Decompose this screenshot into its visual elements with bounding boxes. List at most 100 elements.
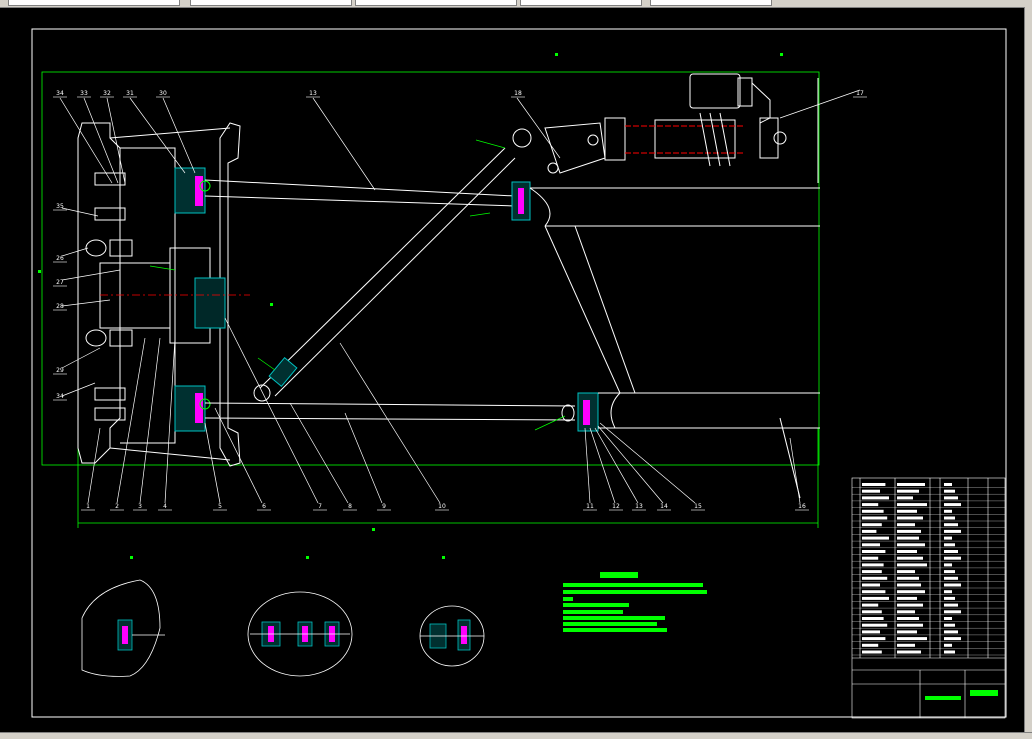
part-number-30: 30 bbox=[159, 90, 167, 97]
title-block-label bbox=[925, 696, 961, 700]
part-number-34: 34 bbox=[56, 90, 64, 97]
part-number-28: 28 bbox=[56, 303, 64, 310]
table-cell bbox=[944, 483, 952, 486]
table-cell bbox=[944, 623, 955, 627]
part-number-17: 17 bbox=[856, 90, 864, 97]
table-cell bbox=[862, 536, 889, 540]
table-cell bbox=[944, 610, 961, 614]
part-number-34: 34 bbox=[56, 393, 64, 400]
detail-view-2 bbox=[247, 591, 353, 677]
part-number-9: 9 bbox=[382, 503, 386, 510]
table-cell bbox=[897, 550, 917, 553]
table-cell bbox=[944, 563, 952, 567]
table-cell bbox=[897, 617, 919, 620]
part-number-13: 13 bbox=[635, 503, 643, 510]
table-cell bbox=[897, 536, 919, 540]
table-cell bbox=[897, 576, 919, 580]
table-cell bbox=[862, 650, 882, 654]
part-number-3: 3 bbox=[138, 503, 142, 510]
table-cell bbox=[897, 590, 925, 594]
toolbar-field-3[interactable] bbox=[355, 0, 517, 6]
toolbar-field-4[interactable] bbox=[520, 0, 642, 6]
part-number-33: 33 bbox=[80, 90, 88, 97]
table-cell bbox=[944, 516, 955, 520]
table-cell bbox=[862, 503, 879, 507]
table-cell bbox=[944, 650, 955, 654]
table-cell bbox=[897, 650, 921, 654]
vertical-scrollbar[interactable] bbox=[1024, 7, 1032, 732]
table-cell bbox=[897, 563, 927, 567]
table-cell bbox=[944, 570, 955, 574]
leader-lines bbox=[59, 89, 861, 504]
table-cell bbox=[897, 543, 925, 547]
table-cell bbox=[944, 576, 958, 580]
table-cell bbox=[897, 489, 919, 493]
part-number-6: 6 bbox=[262, 503, 266, 510]
table-cell bbox=[897, 503, 927, 507]
part-number-1: 1 bbox=[86, 503, 90, 510]
technical-requirements-block bbox=[563, 572, 707, 632]
toolbar-field-5[interactable] bbox=[650, 0, 772, 6]
table-cell bbox=[944, 583, 961, 587]
part-number-11: 11 bbox=[586, 503, 594, 510]
table-cell bbox=[862, 596, 889, 600]
part-number-13: 13 bbox=[309, 90, 317, 97]
detail-view-3 bbox=[419, 605, 485, 667]
table-cell bbox=[944, 556, 961, 560]
toolbar-field-1[interactable] bbox=[8, 0, 180, 6]
part-number-7: 7 bbox=[318, 503, 322, 510]
part-number-32: 32 bbox=[103, 90, 111, 97]
table-cell bbox=[862, 496, 889, 500]
table-cell bbox=[944, 596, 955, 600]
table-cell bbox=[862, 509, 884, 513]
table-cell bbox=[944, 617, 952, 620]
table-cell bbox=[862, 550, 886, 553]
table-cell bbox=[862, 623, 888, 627]
table-cell bbox=[862, 489, 880, 493]
section-markers bbox=[38, 53, 783, 559]
table-cell bbox=[862, 617, 884, 620]
part-number-26: 26 bbox=[56, 255, 64, 262]
shock-absorber bbox=[512, 73, 819, 183]
frame-members bbox=[544, 225, 801, 499]
table-cell bbox=[897, 556, 923, 560]
table-cell bbox=[897, 483, 925, 486]
parts-list-rows bbox=[852, 483, 1005, 700]
table-cell bbox=[944, 496, 958, 500]
table-cell bbox=[897, 516, 923, 520]
part-number-15: 15 bbox=[694, 503, 702, 510]
table-cell bbox=[944, 536, 952, 540]
part-number-16: 16 bbox=[798, 503, 806, 510]
diagonal-strut bbox=[253, 147, 516, 402]
table-cell bbox=[897, 496, 913, 500]
part-number-5: 5 bbox=[218, 503, 222, 510]
detail-view-1 bbox=[81, 579, 165, 677]
status-bar bbox=[0, 732, 1032, 739]
table-cell bbox=[944, 523, 958, 527]
table-cell bbox=[862, 610, 882, 614]
table-cell bbox=[944, 630, 958, 634]
toolbar-field-2[interactable] bbox=[190, 0, 352, 6]
table-cell bbox=[897, 596, 917, 600]
table-cell bbox=[944, 509, 952, 513]
table-cell bbox=[862, 570, 882, 574]
table-cell bbox=[862, 583, 880, 587]
table-cell bbox=[862, 516, 888, 520]
table-cell bbox=[862, 576, 888, 580]
part-number-35: 35 bbox=[56, 203, 64, 210]
table-cell bbox=[944, 603, 958, 607]
table-cell bbox=[897, 603, 923, 607]
table-cell bbox=[897, 610, 915, 614]
table-cell bbox=[897, 637, 927, 641]
table-cell bbox=[897, 529, 921, 533]
table-cell bbox=[944, 503, 961, 507]
table-cell bbox=[897, 509, 917, 513]
table-cell bbox=[897, 583, 921, 587]
table-cell bbox=[897, 630, 917, 634]
weld-annotations bbox=[149, 139, 566, 431]
part-number-8: 8 bbox=[348, 503, 352, 510]
